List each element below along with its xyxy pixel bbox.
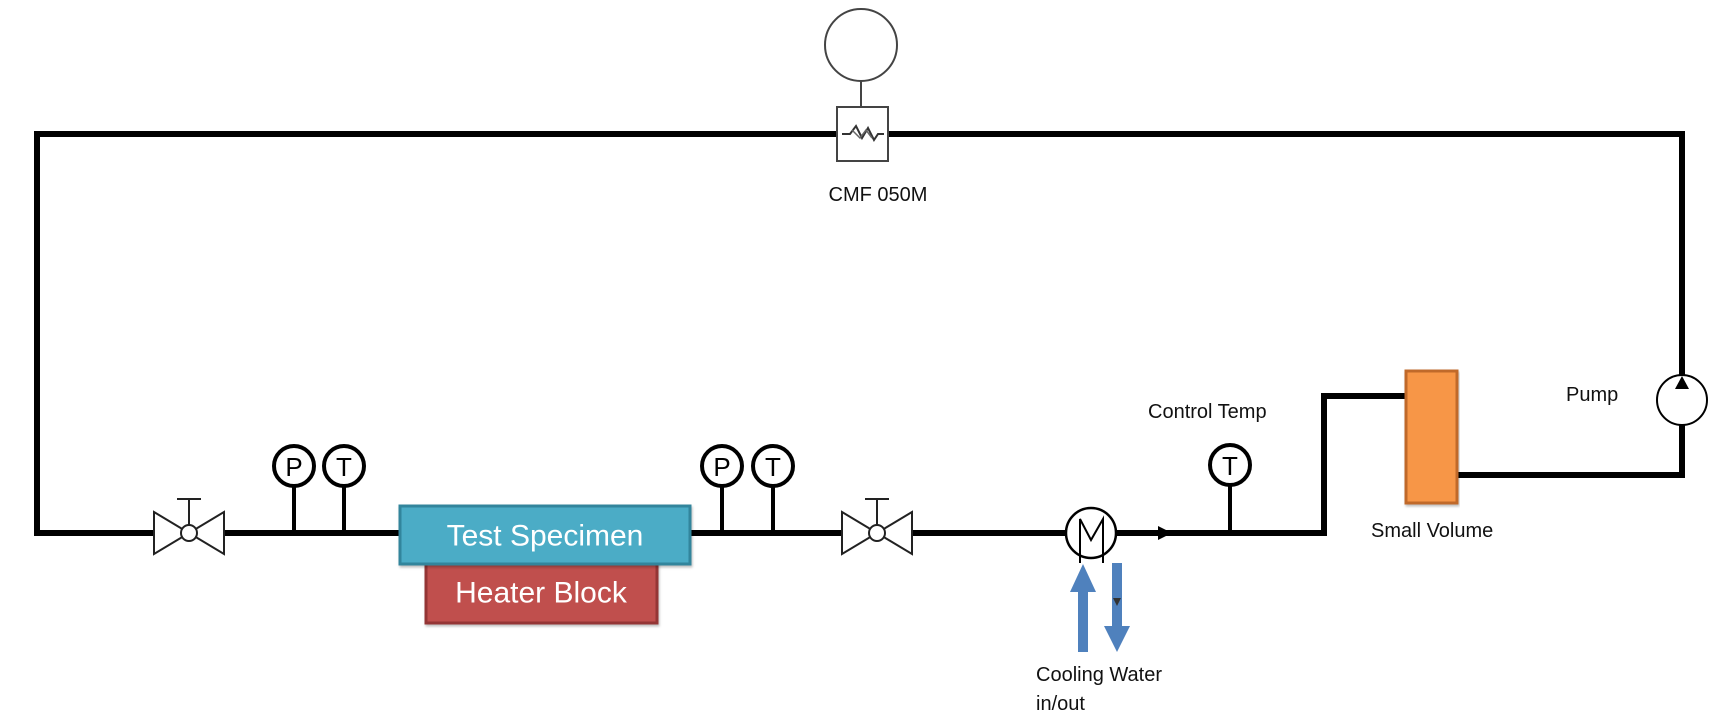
small-volume-body bbox=[1404, 369, 1459, 505]
test-specimen[interactable]: Test Specimen bbox=[398, 504, 692, 566]
gauge-symbol: P bbox=[285, 452, 302, 482]
test-specimen-body bbox=[398, 504, 692, 566]
inlet-temperature-gauge[interactable]: T bbox=[322, 444, 366, 533]
gauge-symbol: T bbox=[1222, 451, 1238, 481]
pressure-gauge-icon bbox=[272, 444, 316, 488]
gauge-symbol: T bbox=[765, 452, 781, 482]
outlet-valve[interactable] bbox=[841, 498, 913, 556]
heat-exchanger-coil bbox=[1079, 515, 1104, 563]
flow-meter[interactable]: CMF 050M bbox=[824, 8, 928, 206]
heater-block-body bbox=[424, 560, 659, 625]
flow-meter-label: CMF 050M bbox=[829, 184, 928, 206]
inlet-pressure-gauge[interactable]: P bbox=[272, 444, 316, 533]
cooling-out-marker-icon bbox=[1113, 598, 1121, 606]
inlet-valve[interactable] bbox=[153, 498, 225, 556]
control-temp-label: Control Temp bbox=[1148, 401, 1267, 423]
test-specimen-label: Test Specimen bbox=[447, 520, 644, 553]
pipe-pump-to-volume bbox=[1454, 421, 1685, 478]
heat-exchanger[interactable] bbox=[1064, 506, 1118, 563]
cooling-in-shaft bbox=[1078, 590, 1088, 652]
pipe-loop bbox=[34, 131, 1685, 536]
valve-left-triangle bbox=[153, 510, 191, 556]
pump-direction-arrow-icon bbox=[1675, 376, 1689, 389]
pump-label: Pump bbox=[1566, 384, 1618, 406]
pipe-top-right bbox=[885, 131, 1685, 379]
outlet-temperature-gauge[interactable]: T bbox=[751, 444, 795, 533]
cooling-out-arrow-icon bbox=[1104, 626, 1130, 652]
valve-right-triangle bbox=[875, 510, 913, 556]
pipe-volume-to-exchanger bbox=[1112, 393, 1409, 536]
heater-block-label: Heater Block bbox=[455, 577, 628, 610]
valve-right-triangle bbox=[187, 510, 225, 556]
heater-block[interactable]: Heater Block bbox=[424, 560, 659, 625]
valve-left-triangle bbox=[841, 510, 879, 556]
control-temp-sensor[interactable]: T Control Temp bbox=[1148, 401, 1267, 533]
gauge-symbol: P bbox=[713, 452, 730, 482]
pipe-top-left bbox=[34, 131, 841, 536]
valve-ball-icon bbox=[180, 524, 198, 542]
small-volume-tank[interactable] bbox=[1404, 369, 1459, 505]
pump[interactable]: Pump bbox=[1566, 374, 1708, 426]
cooling-water-label-line2: in/out bbox=[1036, 693, 1085, 715]
flow-direction-arrow-icon bbox=[1158, 526, 1172, 540]
cooling-water-arrows bbox=[1070, 563, 1130, 652]
outlet-pressure-gauge[interactable]: P bbox=[700, 444, 744, 533]
heat-exchanger-icon bbox=[1064, 506, 1118, 560]
valve-ball-icon bbox=[868, 524, 886, 542]
temperature-gauge-icon bbox=[1208, 443, 1252, 487]
pump-icon bbox=[1656, 374, 1708, 426]
small-volume-label: Small Volume bbox=[1371, 520, 1493, 542]
pressure-gauge-icon bbox=[700, 444, 744, 488]
cooling-in-arrow-icon bbox=[1070, 564, 1096, 592]
coriolis-symbol-icon bbox=[842, 124, 884, 142]
cooling-out-shaft bbox=[1112, 563, 1122, 628]
cooling-water-label: Cooling Water bbox=[1036, 664, 1162, 686]
gauge-symbol: T bbox=[336, 452, 352, 482]
coriolis-symbol-secondary bbox=[851, 128, 873, 140]
flow-meter-display-icon bbox=[824, 8, 898, 82]
temperature-gauge-icon bbox=[322, 444, 366, 488]
temperature-gauge-icon bbox=[751, 444, 795, 488]
